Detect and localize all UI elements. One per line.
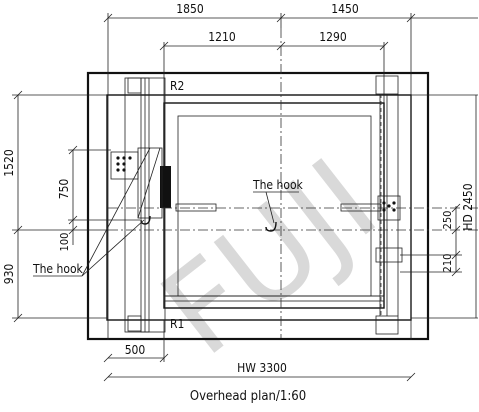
drawing-caption: Overhead plan/1:60 — [190, 389, 306, 404]
dim-right-hd: HD 2450 — [461, 183, 475, 230]
car-door-sill — [163, 295, 385, 302]
dim-ticks-bottom-500 — [103, 353, 169, 363]
dim-left-750: 750 — [57, 179, 71, 200]
label-r2: R2 — [170, 79, 184, 93]
dim-inner-right: 1290 — [319, 30, 347, 44]
dim-bottom-500: 500 — [125, 343, 146, 357]
control-box-dots — [116, 156, 132, 172]
dim-left-lower: 930 — [2, 264, 16, 285]
dim-ticks-bottom-hw — [103, 372, 416, 382]
right-control-dots — [382, 201, 396, 212]
dim-ticks-top — [103, 13, 416, 23]
dim-top-left: 1850 — [176, 2, 204, 16]
watermark-text: FUJI — [137, 133, 402, 383]
hoistway-outer-wall — [86, 71, 430, 341]
corner-bracket-tl — [127, 77, 142, 94]
dim-bottom-hw: HW 3300 — [237, 361, 287, 375]
dim-ticks-left — [13, 90, 23, 323]
watermark: FUJI — [137, 133, 402, 383]
label-hook-center: The hook — [252, 178, 304, 192]
dim-top-right: 1450 — [331, 2, 359, 16]
dim-ticks-right-inner — [451, 203, 461, 277]
label-hook-center-leader — [265, 191, 275, 224]
dim-ticks-left-inner — [68, 145, 78, 235]
hook-symbol-center — [265, 221, 277, 232]
label-hook-left: The hook — [32, 262, 84, 276]
dim-inner-left: 1210 — [208, 30, 236, 44]
corner-bracket-bl — [127, 315, 142, 332]
corner-bracket-tr — [375, 75, 399, 95]
machine-brace — [137, 147, 161, 219]
corner-bracket-br — [375, 315, 399, 335]
dim-left-100: 100 — [58, 233, 71, 252]
dim-ticks-inner — [159, 41, 389, 51]
dim-left-upper: 1520 — [2, 149, 16, 177]
dim-right-250: 250 — [441, 211, 454, 230]
label-hook-left-leader-2 — [81, 147, 151, 277]
label-hook-left-leader-1 — [81, 219, 145, 277]
traction-machine — [160, 166, 171, 208]
dim-right-210: 210 — [441, 254, 454, 273]
left-beam — [175, 203, 217, 212]
label-r1: R1 — [170, 317, 184, 331]
